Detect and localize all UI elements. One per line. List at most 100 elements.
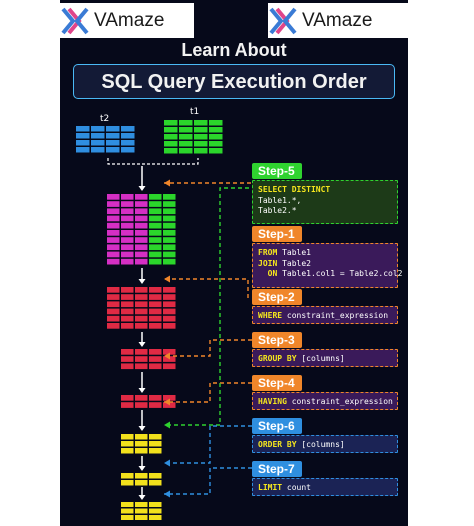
table-cell bbox=[121, 133, 135, 139]
table-cell bbox=[121, 147, 135, 153]
table-cell bbox=[106, 126, 120, 132]
sql-keyword: HAVING bbox=[258, 397, 287, 406]
table-cell bbox=[121, 258, 134, 265]
table-cell bbox=[106, 147, 120, 153]
table-cell bbox=[135, 395, 148, 401]
table-cell bbox=[121, 441, 134, 447]
table-cell bbox=[149, 395, 162, 401]
sql-text: Table2.* bbox=[258, 206, 297, 215]
order-by-table bbox=[121, 473, 162, 486]
table-cell bbox=[135, 323, 148, 329]
table-cell bbox=[121, 244, 134, 251]
flow-arrow-head bbox=[138, 186, 146, 191]
connector-step-7-head bbox=[164, 490, 170, 498]
where-result-table bbox=[107, 287, 176, 329]
table-cell bbox=[179, 127, 193, 133]
table-cell bbox=[163, 294, 176, 300]
table-cell bbox=[149, 251, 162, 258]
table-cell bbox=[163, 208, 176, 215]
table-cell bbox=[163, 222, 176, 229]
table-cell bbox=[149, 237, 162, 243]
step-code-line: ORDER BY [columns] bbox=[258, 440, 392, 451]
page-title: SQL Query Execution Order bbox=[73, 64, 395, 99]
table-cell bbox=[149, 308, 162, 315]
page-heading: Learn About bbox=[181, 40, 287, 60]
table-cell bbox=[209, 141, 223, 147]
table-label-t1: t1 bbox=[190, 107, 200, 117]
sql-keyword: JOIN bbox=[258, 258, 278, 268]
table-cell bbox=[163, 201, 176, 207]
sql-keyword: ORDER BY bbox=[258, 440, 297, 449]
table-cell bbox=[209, 120, 223, 126]
step-body: WHERE constraint_expression bbox=[252, 306, 398, 324]
table-cell bbox=[121, 194, 134, 200]
table-cell bbox=[149, 315, 162, 322]
step-code-line: SELECT DISTINCT bbox=[258, 185, 392, 196]
sql-text: count bbox=[282, 483, 311, 492]
sql-text: Table1.*, bbox=[258, 195, 302, 205]
table-cell bbox=[163, 363, 176, 370]
table-cell bbox=[135, 251, 148, 258]
sql-keyword: GROUP BY bbox=[258, 354, 297, 363]
table-cell bbox=[135, 194, 148, 200]
connector-step-3-head bbox=[164, 352, 170, 360]
table-cell bbox=[135, 515, 148, 520]
brand-name: VAmaze bbox=[94, 9, 165, 31]
connector-step-1-head bbox=[164, 179, 170, 187]
table-cell bbox=[107, 287, 120, 293]
brand-name: VAmaze bbox=[302, 9, 373, 31]
step-body: ORDER BY [columns] bbox=[252, 435, 398, 453]
table-cell bbox=[163, 315, 176, 322]
table-cell bbox=[194, 134, 208, 140]
table-t1 bbox=[164, 120, 223, 154]
step-code-line: JOIN Table2 bbox=[258, 259, 392, 270]
step-code-line: HAVING constraint_expression bbox=[258, 397, 393, 408]
table-cell bbox=[121, 502, 134, 507]
table-cell bbox=[135, 215, 148, 222]
sql-text: constraint_expression bbox=[282, 311, 389, 320]
table-cell bbox=[163, 308, 176, 315]
table-cell bbox=[135, 480, 148, 486]
table-cell bbox=[107, 215, 120, 222]
table-cell bbox=[209, 148, 223, 154]
step-title: Step-6 bbox=[252, 418, 302, 434]
table-cell bbox=[149, 434, 162, 440]
table-cell bbox=[149, 230, 162, 236]
table-cell bbox=[121, 473, 134, 479]
sql-text: Table1.col1 = Table2.col2 bbox=[277, 269, 403, 278]
sql-text: constraint_expression bbox=[286, 397, 393, 406]
table-cell bbox=[149, 301, 162, 308]
table-cell bbox=[164, 141, 178, 147]
connector-step-4 bbox=[164, 382, 252, 403]
step-code-line: FROM Table1 bbox=[258, 248, 392, 259]
connector-step-3 bbox=[164, 339, 252, 357]
table-cell bbox=[149, 222, 162, 229]
step-code-line: LIMIT count bbox=[258, 483, 392, 494]
table-cell bbox=[149, 441, 162, 447]
table-cell bbox=[106, 133, 120, 139]
table-cell bbox=[76, 126, 90, 132]
table-cell bbox=[163, 349, 176, 355]
table-cell bbox=[149, 258, 162, 265]
table-cell bbox=[179, 148, 193, 154]
table-cell bbox=[107, 237, 120, 243]
table-cell bbox=[179, 141, 193, 147]
step-code-line: WHERE constraint_expression bbox=[258, 311, 392, 322]
table-cell bbox=[121, 480, 134, 486]
table-cell bbox=[149, 215, 162, 222]
table-cell bbox=[149, 363, 162, 370]
step-title: Step-7 bbox=[252, 461, 302, 477]
table-cell bbox=[121, 508, 134, 514]
table-cell bbox=[149, 480, 162, 486]
table-cell bbox=[135, 356, 148, 362]
table-cell bbox=[121, 402, 134, 408]
table-cell bbox=[209, 127, 223, 133]
table-cell bbox=[121, 363, 134, 370]
table-cell bbox=[107, 251, 120, 258]
table-cell bbox=[135, 208, 148, 215]
step-title: Step-4 bbox=[252, 375, 302, 391]
table-cell bbox=[106, 140, 120, 146]
table-cell bbox=[91, 126, 105, 132]
table-cell bbox=[163, 244, 176, 251]
table-cell bbox=[107, 244, 120, 251]
